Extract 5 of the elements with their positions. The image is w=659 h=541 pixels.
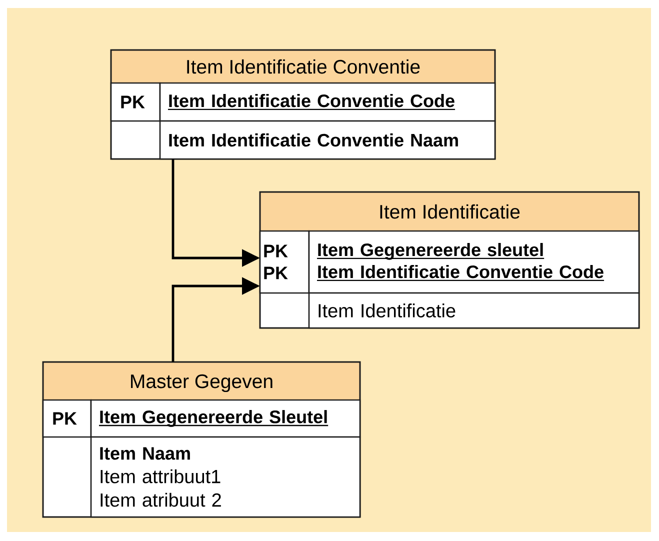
attribute-cell: Item Identificatie xyxy=(308,292,640,329)
attribute-cell: Item Identificatie Conventie Naam xyxy=(159,120,496,160)
key-cell: PK PK xyxy=(259,230,310,294)
key-cell: PK xyxy=(42,399,92,438)
key-cell: PK xyxy=(110,82,161,122)
